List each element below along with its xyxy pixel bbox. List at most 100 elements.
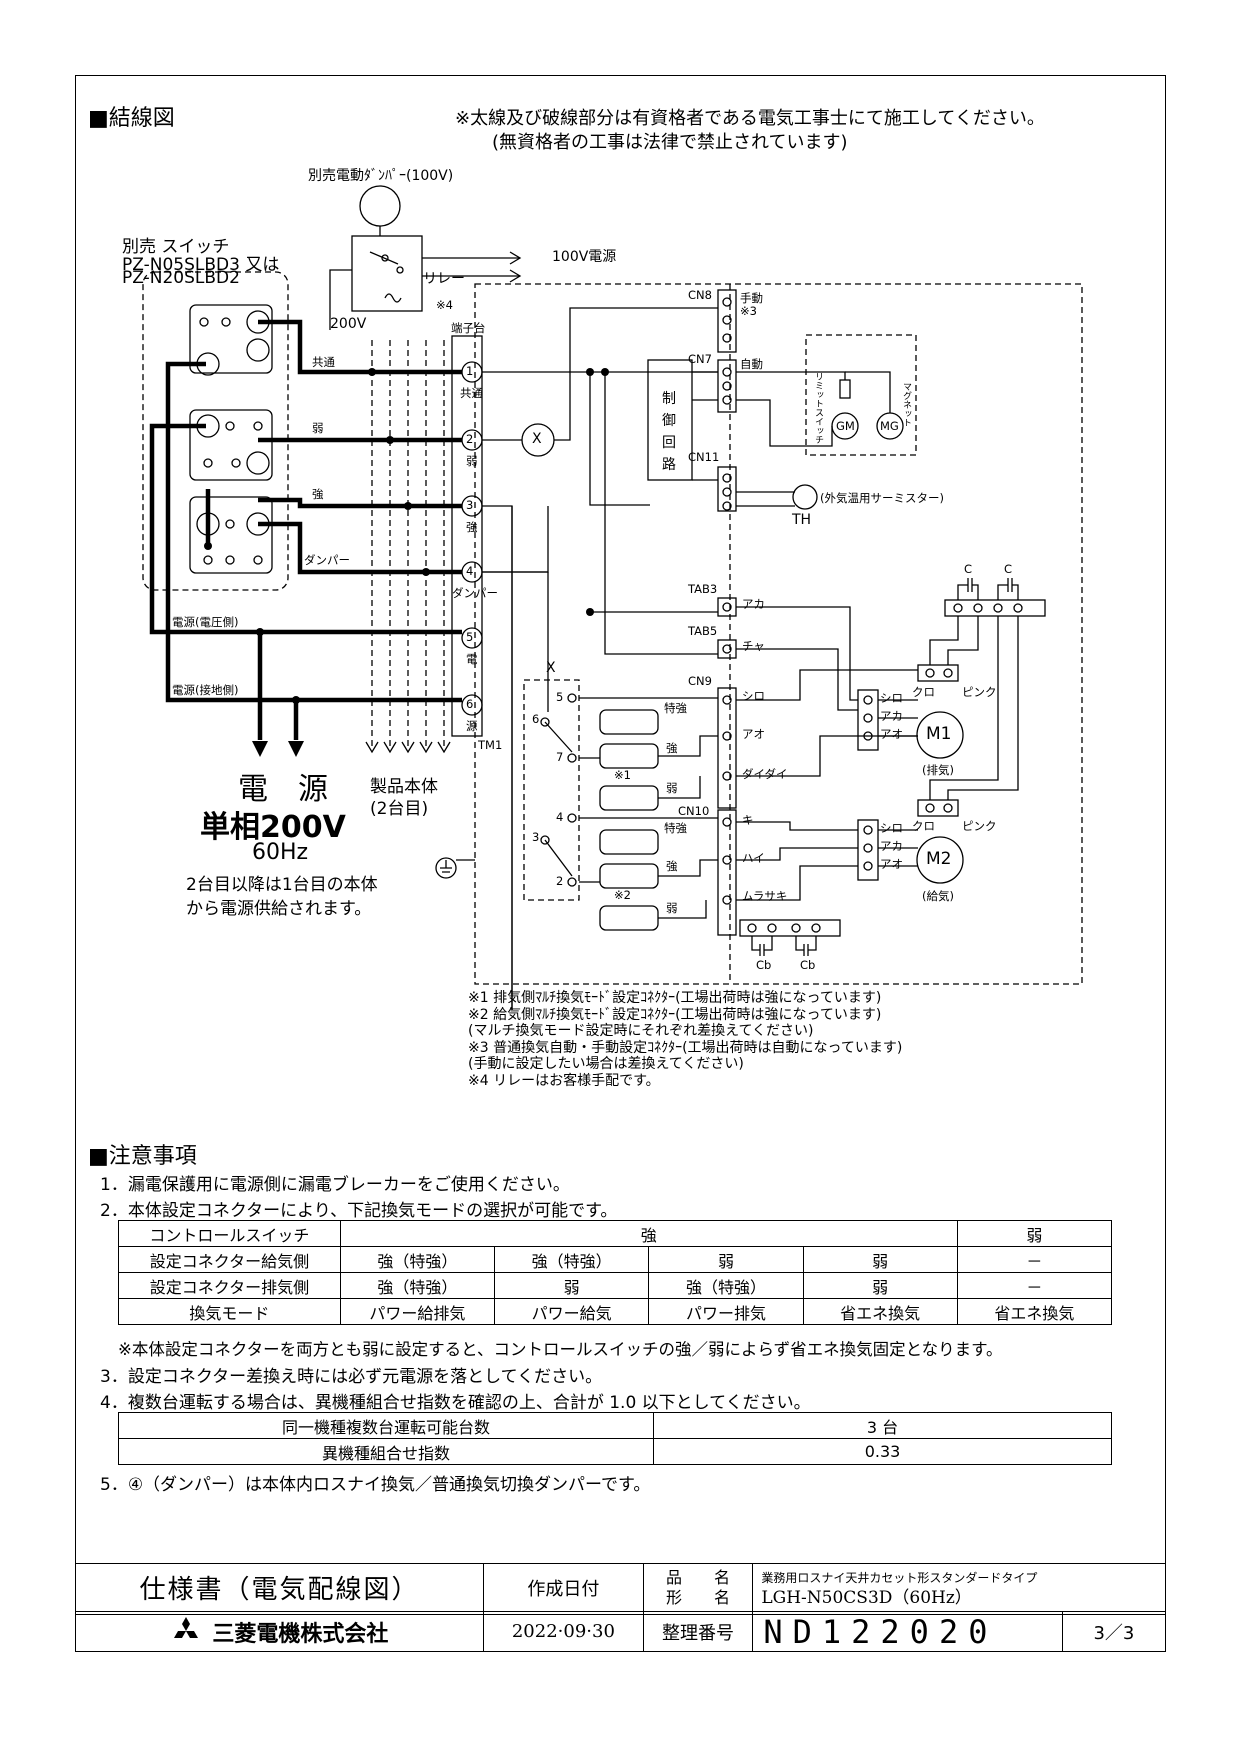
m1-pink: ピンク bbox=[962, 685, 997, 699]
model-name: LGH-N50CS3D（60Hz） bbox=[761, 1587, 972, 1608]
term-num-4: 4 bbox=[466, 564, 474, 578]
xnum-6: 6 bbox=[532, 712, 540, 726]
cap-c1: C bbox=[964, 562, 973, 576]
name-labels: 品 名 形 名 bbox=[642, 1563, 754, 1612]
note-line: ※4 リレーはお客様手配です。 bbox=[468, 1072, 660, 1089]
table-cell: 強（特強） bbox=[494, 1246, 650, 1273]
caution-1: 1．漏電保護用に電源側に漏電ブレーカーをご使用ください。 bbox=[100, 1175, 570, 1195]
v200-label: 200V bbox=[330, 316, 367, 332]
cn10-murasaki: ムラサキ bbox=[742, 889, 788, 903]
table-cell: 強 bbox=[339, 1220, 958, 1247]
m1-sub: (排気) bbox=[922, 763, 954, 777]
cap-cb2: Cb bbox=[800, 958, 816, 972]
limit-switch-label: リミットスイッチ bbox=[813, 372, 823, 444]
damper-motor bbox=[359, 185, 401, 227]
switch-label: 別売 スイッチ bbox=[122, 237, 230, 257]
cn10-label: CN10 bbox=[678, 804, 710, 818]
blk-jaku-1: 弱 bbox=[666, 781, 678, 795]
xnum-5: 5 bbox=[556, 690, 564, 704]
power-hz: 60Hz bbox=[252, 840, 309, 865]
seiri-label: 整理番号 bbox=[642, 1611, 754, 1652]
cn9-ao: アオ bbox=[742, 727, 765, 741]
table-cell: 3 台 bbox=[653, 1412, 1112, 1439]
caution-2: 2．本体設定コネクターにより、下記換気モードの選択が可能です。 bbox=[100, 1201, 618, 1221]
x-switch-label: X bbox=[546, 660, 556, 676]
power-spec: 単相200V bbox=[200, 810, 346, 845]
table-note: ※本体設定コネクターを両方とも弱に設定すると、コントロールスイッチの強／弱によら… bbox=[118, 1340, 1003, 1359]
m1-shiro: シロ bbox=[880, 691, 903, 705]
table-cell: 弱 bbox=[802, 1246, 958, 1273]
m1-label: M1 bbox=[926, 724, 952, 744]
term-num-1: 1 bbox=[466, 364, 474, 378]
term-num-2: 2 bbox=[466, 432, 474, 446]
m2-shiro: シロ bbox=[880, 821, 903, 835]
xnum-2: 2 bbox=[556, 874, 564, 888]
m2-label: M2 bbox=[926, 849, 952, 869]
title-block: 仕様書（電気配線図） 作成日付 品 名 形 名 業務用ロスナイ天井カセット形スタ… bbox=[74, 1563, 1167, 1652]
m2-ao: アオ bbox=[880, 857, 903, 871]
power-ground-side: 電源(接地側) bbox=[172, 683, 239, 697]
warning-line1: ※太線及び破線部分は有資格者である電気工事士にて施工してください。 bbox=[455, 108, 1045, 129]
company-name: 三菱電機株式会社 bbox=[212, 1621, 389, 1647]
relay-label: リレー bbox=[423, 271, 465, 287]
note2-mark: ※2 bbox=[614, 888, 631, 902]
table-cell: 弱 bbox=[802, 1272, 958, 1299]
cn9-label: CN9 bbox=[688, 674, 712, 688]
term-5: 電 bbox=[466, 652, 478, 666]
table-cell: パワー給排気 bbox=[339, 1298, 496, 1325]
note-line: (手動に設定したい場合は差換えてください) bbox=[468, 1056, 744, 1072]
switch-model2: PZ-N20SLBD2 bbox=[122, 268, 240, 288]
hinmei-label: 品 名 bbox=[666, 1567, 731, 1587]
tm1-label: TM1 bbox=[478, 738, 503, 752]
control-1: 制 bbox=[662, 391, 676, 407]
xnum-4: 4 bbox=[556, 810, 564, 824]
cn10-ki: キ bbox=[742, 813, 754, 827]
tab5-label: TAB5 bbox=[688, 624, 718, 638]
wire-common: 共通 bbox=[312, 355, 335, 369]
table-cell: 設定コネクター給気側 bbox=[118, 1246, 341, 1273]
mitsubishi-logo-icon bbox=[171, 1616, 201, 1647]
date-value: 2022·09·30 bbox=[483, 1611, 644, 1652]
m2-pink: ピンク bbox=[962, 819, 997, 833]
blk-jaku-2: 弱 bbox=[666, 901, 678, 915]
wiring-title: ■結線図 bbox=[88, 106, 175, 131]
table-cell: 強（特強） bbox=[648, 1272, 804, 1299]
wire-weak: 弱 bbox=[312, 421, 324, 435]
table-cell: 異機種組合せ指数 bbox=[118, 1438, 654, 1465]
caution-5: 5．④（ダンパー）は本体内ロスナイ換気／普通換気切換ダンパーです。 bbox=[100, 1475, 651, 1495]
combo-table: 同一機種複数台運転可能台数 3 台 異機種組合せ指数 0.33 bbox=[118, 1412, 1112, 1465]
m2-aka: アカ bbox=[880, 839, 903, 853]
note3-mark: ※3 bbox=[740, 304, 757, 318]
product-name: 業務用ロスナイ天井カセット形スタンダードタイプ bbox=[761, 1570, 1038, 1585]
cap-cb1: Cb bbox=[756, 958, 772, 972]
cn11-label: CN11 bbox=[688, 450, 720, 464]
thermistor-label: (外気温用サーミスター) bbox=[820, 491, 944, 505]
cn8-label: CN8 bbox=[688, 288, 712, 302]
table-cell: 強（特強） bbox=[339, 1246, 496, 1273]
term-3: 強 bbox=[466, 520, 478, 534]
auto-label: 自動 bbox=[740, 357, 763, 371]
diagram-notes: ※1 排気側ﾏﾙﾁ換気ﾓｰﾄﾞ設定ｺﾈｸﾀｰ(工場出荷時は強になっています) ※… bbox=[468, 990, 902, 1089]
gm-label: GM bbox=[836, 419, 855, 433]
note-line: ※1 排気側ﾏﾙﾁ換気ﾓｰﾄﾞ設定ｺﾈｸﾀｰ(工場出荷時は強になっています) bbox=[468, 990, 882, 1006]
term-1: 共通 bbox=[460, 386, 483, 400]
th-label: TH bbox=[792, 512, 812, 528]
table-cell: 省エネ換気 bbox=[802, 1298, 958, 1325]
terminal-block-label: 端子台 bbox=[451, 321, 486, 335]
caution-4: 4．複数台運転する場合は、異機種組合せ指数を確認の上、合計が 1.0 以下として… bbox=[100, 1393, 811, 1413]
warning-line2: (無資格者の工事は法律で禁止されています) bbox=[492, 132, 848, 153]
term-num-5: 5 bbox=[466, 630, 474, 644]
blk-kyo-1: 強 bbox=[666, 741, 678, 755]
company-cell: 三菱電機株式会社 bbox=[74, 1611, 485, 1652]
product-sub: (2台目) bbox=[370, 799, 429, 819]
tab3-aka: アカ bbox=[742, 597, 765, 611]
wire-damper: ダンパー bbox=[304, 553, 350, 567]
cn7-label: CN7 bbox=[688, 352, 712, 366]
m1-kuro: クロ bbox=[912, 685, 935, 699]
m2-kuro: クロ bbox=[912, 819, 935, 833]
note-line: ※3 普通換気自動・手動設定ｺﾈｸﾀｰ(工場出荷時は自動になっています) bbox=[468, 1039, 903, 1056]
blk-tokkyo-1: 特強 bbox=[664, 701, 687, 715]
wire-strong: 強 bbox=[312, 487, 324, 501]
blk-tokkyo-2: 特強 bbox=[664, 821, 687, 835]
power-note1: 2台目以降は1台目の本体 bbox=[186, 875, 378, 895]
